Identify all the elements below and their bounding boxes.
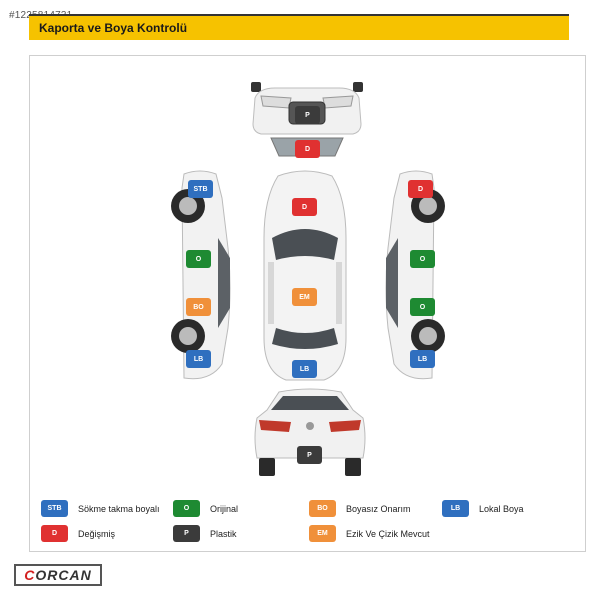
- badge-hood-front[interactable]: D: [295, 140, 320, 158]
- section-header: Kaporta ve Boya Kontrolü: [29, 14, 569, 40]
- legend-label-lb: Lokal Boya: [479, 503, 524, 514]
- inspection-panel: P D STB O BO LB D EM LB: [29, 55, 586, 552]
- section-title: Kaporta ve Boya Kontrolü: [39, 21, 188, 35]
- legend-item-p: P Plastik: [173, 525, 237, 542]
- badge-left-front-fender[interactable]: STB: [188, 180, 213, 198]
- legend-swatch-p: P: [173, 525, 200, 542]
- legend-item-lb: LB Lokal Boya: [442, 500, 524, 517]
- car-right-side-illustration: [385, 170, 445, 380]
- car-top-view: D EM LB: [260, 168, 350, 382]
- legend-label-d: Değişmiş: [78, 528, 116, 539]
- badge-right-rear-door[interactable]: O: [410, 298, 435, 316]
- badge-right-front-door[interactable]: O: [410, 250, 435, 268]
- car-top-illustration: [263, 170, 347, 381]
- car-front-view: P D: [251, 78, 363, 158]
- badge-right-front-fender[interactable]: D: [408, 180, 433, 198]
- badge-rear-bumper[interactable]: P: [297, 446, 322, 464]
- car-left-side-illustration: [171, 170, 231, 380]
- legend-swatch-bo: BO: [309, 500, 336, 517]
- brand-logo-text: CORCAN: [24, 567, 91, 583]
- legend-label-stb: Sökme takma boyalı: [78, 503, 160, 514]
- legend-item-bo: BO Boyasız Onarım: [309, 500, 411, 517]
- brand-logo-rest: ORCAN: [35, 567, 92, 583]
- car-rear-view: P: [251, 388, 369, 480]
- legend-item-stb: STB Sökme takma boyalı: [41, 500, 160, 517]
- badge-left-front-door[interactable]: O: [186, 250, 211, 268]
- legend-swatch-d: D: [41, 525, 68, 542]
- legend-swatch-stb: STB: [41, 500, 68, 517]
- legend-swatch-lb: LB: [442, 500, 469, 517]
- badge-trunk[interactable]: LB: [292, 360, 317, 378]
- legend-item-em: EM Ezik Ve Çizik Mevcut: [309, 525, 430, 542]
- brand-logo-initial: C: [24, 567, 36, 583]
- badge-left-rear-fender[interactable]: LB: [186, 350, 211, 368]
- brand-logo: CORCAN: [14, 564, 102, 586]
- legend-label-em: Ezik Ve Çizik Mevcut: [346, 528, 430, 539]
- legend-swatch-em: EM: [309, 525, 336, 542]
- legend-item-d: D Değişmiş: [41, 525, 115, 542]
- car-right-side-view: D O O LB: [378, 168, 446, 384]
- legend-label-bo: Boyasız Onarım: [346, 503, 411, 514]
- badge-roof[interactable]: EM: [292, 288, 317, 306]
- badge-left-rear-door[interactable]: BO: [186, 298, 211, 316]
- legend-item-o: O Orijinal: [173, 500, 238, 517]
- car-left-side-view: STB O BO LB: [170, 168, 238, 384]
- car-rear-illustration: [254, 388, 366, 476]
- legend-swatch-o: O: [173, 500, 200, 517]
- badge-right-rear-fender[interactable]: LB: [410, 350, 435, 368]
- legend-label-p: Plastik: [210, 528, 237, 539]
- legend-label-o: Orijinal: [210, 503, 239, 514]
- badge-front-bumper[interactable]: P: [295, 106, 320, 124]
- badge-hood[interactable]: D: [292, 198, 317, 216]
